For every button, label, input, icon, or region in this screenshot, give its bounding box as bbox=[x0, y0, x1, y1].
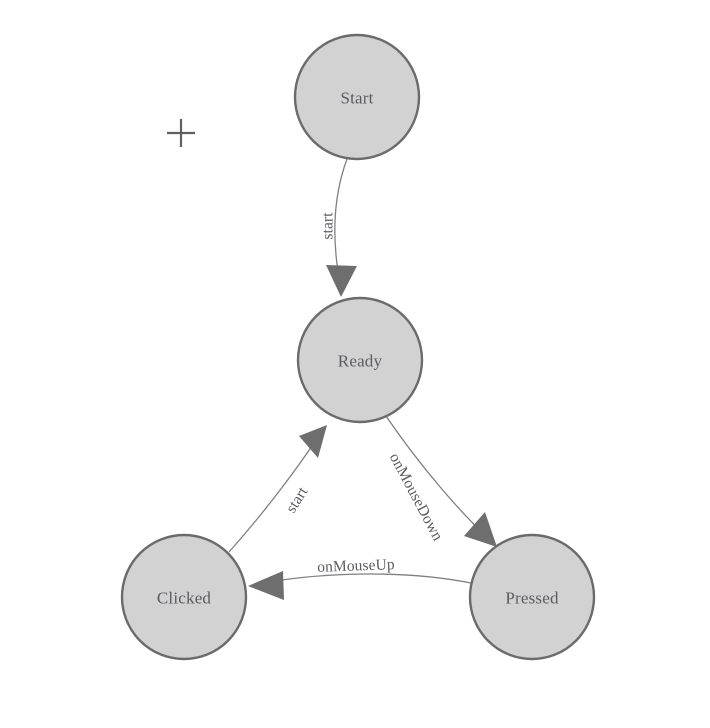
node-circle-start bbox=[293, 33, 421, 161]
arrowhead-clicked-to-ready bbox=[299, 425, 327, 458]
edge-label-pressed-to-clicked: onMouseUp bbox=[317, 556, 395, 576]
edge-path-clicked-to-ready bbox=[228, 436, 319, 553]
node-circle-ready bbox=[296, 296, 424, 424]
edge-label-start-to-ready: start bbox=[320, 212, 337, 240]
edge-ready-to-pressed[interactable]: onMouseDown bbox=[385, 415, 497, 547]
node-label-clicked: Clicked bbox=[157, 589, 212, 608]
edge-start-to-ready[interactable]: start bbox=[320, 158, 358, 297]
edge-path-pressed-to-clicked bbox=[262, 573, 472, 584]
node-label-start: Start bbox=[340, 89, 373, 108]
node-label-ready: Ready bbox=[338, 352, 383, 371]
arrowhead-ready-to-pressed bbox=[464, 512, 497, 547]
node-label-pressed: Pressed bbox=[505, 589, 559, 608]
edge-label-clicked-to-ready: start bbox=[283, 483, 312, 516]
node-pressed[interactable]: Pressed bbox=[468, 533, 596, 661]
plus-marker-icon bbox=[167, 119, 195, 147]
node-ready[interactable]: Ready bbox=[296, 296, 424, 424]
node-circle-clicked bbox=[120, 533, 248, 661]
node-clicked[interactable]: Clicked bbox=[120, 533, 248, 661]
node-start[interactable]: Start bbox=[293, 33, 421, 161]
edge-pressed-to-clicked[interactable]: onMouseUp bbox=[248, 556, 472, 600]
arrowhead-pressed-to-clicked bbox=[248, 571, 284, 600]
edge-clicked-to-ready[interactable]: start bbox=[228, 425, 327, 553]
node-circle-pressed bbox=[468, 533, 596, 661]
edge-label-ready-to-pressed: onMouseDown bbox=[386, 450, 446, 543]
arrowhead-start-to-ready bbox=[326, 265, 357, 297]
